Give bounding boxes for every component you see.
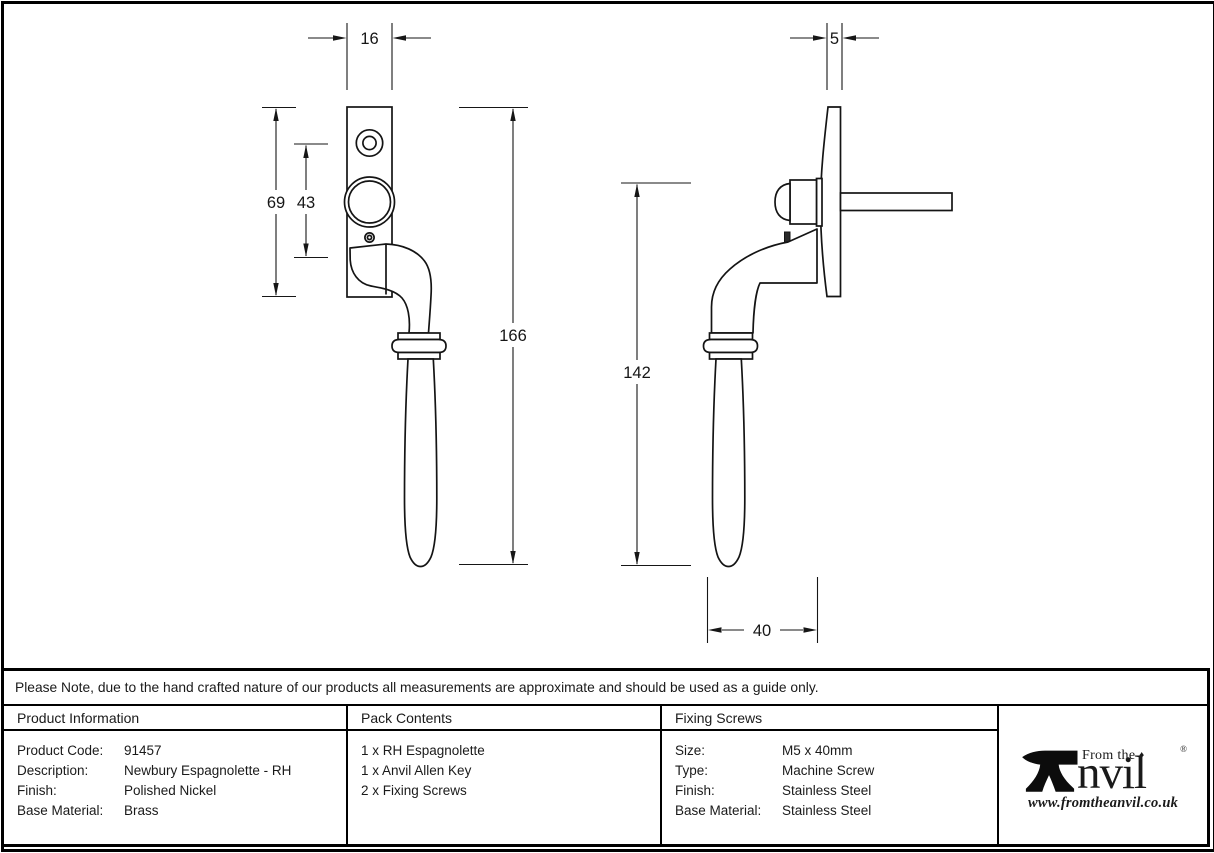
product-information-body: Product Code: 91457 Description: Newbury… — [4, 731, 348, 844]
table-row: Product Code: 91457 — [17, 743, 162, 758]
list-item: 1 x Anvil Allen Key — [361, 763, 472, 778]
side-handle-neck — [710, 228, 818, 334]
fixing-screws-header: Fixing Screws — [662, 706, 999, 731]
dim-side-depth: 40 — [706, 577, 819, 643]
brand-cell: From the ♦ ® nvil www.fromtheanvil.co.uk — [999, 706, 1207, 844]
table-row: Size: M5 x 40mm — [675, 743, 853, 758]
side-knob-body — [789, 179, 818, 225]
diamond-icon: ♦ — [1139, 750, 1145, 761]
fixing-screws-body: Size: M5 x 40mm Type: Machine Screw Fini… — [662, 731, 999, 844]
dim-plate-height: 69 — [262, 106, 296, 298]
front-collar — [391, 332, 447, 360]
side-view — [702, 106, 953, 568]
from-the-anvil-logo: From the ♦ ® nvil www.fromtheanvil.co.uk — [1019, 744, 1187, 816]
svg-text:142: 142 — [623, 364, 651, 382]
anvil-icon — [1022, 750, 1078, 792]
list-item: 1 x RH Espagnolette — [361, 743, 485, 758]
technical-drawing: 16 5 69 — [262, 23, 953, 643]
dim-hole-spacing: 43 — [294, 143, 328, 259]
svg-text:43: 43 — [297, 194, 315, 212]
logo-tagline: From the ♦ — [1082, 748, 1145, 763]
logo-wordmark: nvil — [1077, 747, 1147, 799]
pack-contents-body: 1 x RH Espagnolette 1 x Anvil Allen Key … — [348, 731, 662, 844]
svg-text:5: 5 — [830, 30, 839, 48]
svg-text:40: 40 — [753, 622, 771, 640]
side-handle-grip — [711, 358, 746, 568]
note-box: Please Note, due to the hand crafted nat… — [4, 671, 1207, 706]
pack-contents-header: Pack Contents — [348, 706, 662, 731]
front-view — [343, 106, 447, 568]
table-row: Finish: Stainless Steel — [675, 783, 872, 798]
logo-website: www.fromtheanvil.co.uk — [1027, 795, 1179, 811]
table-row: Finish: Polished Nickel — [17, 783, 217, 798]
side-backplate — [819, 106, 842, 298]
list-item: 2 x Fixing Screws — [361, 783, 467, 798]
front-handle-grip — [403, 358, 438, 568]
dimensions: 16 5 69 — [262, 23, 879, 643]
table-row: Base Material: Brass — [17, 803, 159, 818]
dim-front-width: 16 — [308, 23, 431, 90]
svg-text:166: 166 — [499, 327, 527, 345]
table-row: Base Material: Stainless Steel — [675, 803, 872, 818]
svg-text:69: 69 — [267, 194, 285, 212]
spindle — [839, 192, 953, 212]
dim-total-height: 166 — [459, 106, 528, 566]
note-text: Please Note, due to the hand crafted nat… — [15, 680, 819, 695]
dim-side-thickness: 5 — [790, 23, 879, 90]
info-table: Please Note, due to the hand crafted nat… — [1, 668, 1210, 847]
drawing-svg: 16 5 69 — [262, 23, 953, 643]
side-collar — [702, 332, 759, 360]
product-information-header: Product Information — [4, 706, 348, 731]
registered-mark: ® — [1180, 744, 1187, 754]
svg-text:16: 16 — [360, 30, 378, 48]
table-row: Type: Machine Screw — [675, 763, 875, 778]
side-knob-dome — [774, 182, 791, 222]
table-row: Description: Newbury Espagnolette - RH — [17, 763, 292, 778]
dim-side-height: 142 — [621, 182, 691, 567]
